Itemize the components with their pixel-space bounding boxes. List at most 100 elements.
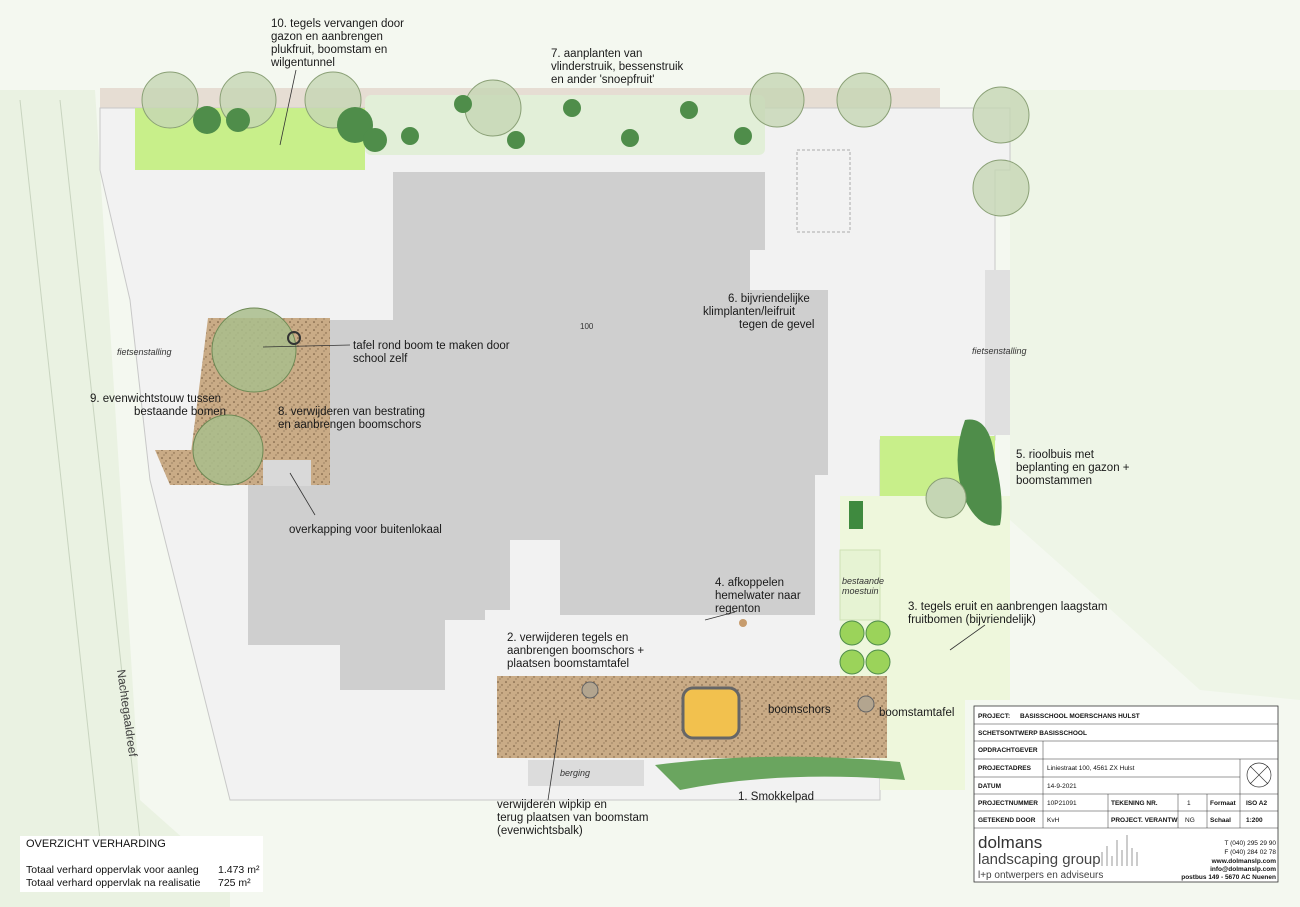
- annotation-2-line: 2. verwijderen tegels en: [507, 632, 628, 644]
- tb-email: info@dolmanslp.com: [1210, 866, 1276, 873]
- tb-subtitle: SCHETSONTWERP BASISSCHOOL: [978, 730, 1087, 737]
- annotation-2-line: aanbrengen boomschors +: [507, 645, 644, 657]
- annotation-9-line: bestaande bomen: [134, 406, 226, 418]
- boomstamtafel-right: [857, 695, 875, 713]
- annotation-8: 8. verwijderen van bestrating en aanbren…: [278, 406, 428, 431]
- annotation-9: 9. evenwichtstouw tussen bestaande bomen: [90, 393, 226, 418]
- tb-web: www.dolmanslp.com: [1211, 858, 1277, 865]
- street-line: [19, 99, 101, 841]
- tb-projectadres-label: PROJECTADRES: [978, 765, 1032, 772]
- annotation-7-line: vlinderstruik, bessenstruik: [551, 61, 684, 73]
- annotation-2-line: plaatsen boomstamtafel: [507, 658, 629, 670]
- annotation-10-line: gazon en aanbrengen: [271, 31, 383, 43]
- annotation-5-line: boomstammen: [1016, 475, 1092, 487]
- tb-tel: T (040) 295 29 90: [1224, 840, 1276, 847]
- annotation-8-line: en aanbrengen boomschors: [278, 419, 421, 431]
- annotation-3-line: fruitbomen (bijvriendelijk): [908, 614, 1036, 626]
- label-fietsenstalling-right: fietsenstalling: [972, 346, 1027, 356]
- annotation-2: 2. verwijderen tegels en aanbrengen boom…: [507, 632, 647, 670]
- annotation-wipkip-line: (evenwichtsbalk): [497, 825, 583, 837]
- annotation-wipkip-line: terug plaatsen van boomstam: [497, 812, 649, 824]
- annotation-3: 3. tegels eruit en aanbrengen laagstam f…: [908, 601, 1111, 626]
- tb-formaat-label: Formaat: [1210, 800, 1236, 807]
- moestuin-area: [839, 549, 881, 621]
- annotation-8-line: 8. verwijderen van bestrating: [278, 406, 425, 418]
- annotation-7-line: 7. aanplanten van: [551, 48, 642, 60]
- label-moestuin-line: bestaande: [842, 576, 884, 586]
- annotation-10-line: plukfruit, boomstam en: [271, 44, 387, 56]
- tb-datum-label: DATUM: [978, 783, 1001, 790]
- annotation-wipkip: verwijderen wipkip en terug plaatsen van…: [497, 799, 652, 837]
- annotation-10: 10. tegels vervangen door gazon en aanbr…: [270, 18, 407, 69]
- berging: [528, 760, 644, 786]
- annotation-9-line: 9. evenwichtstouw tussen: [90, 393, 221, 405]
- tb-postbus: postbus 149 - 5670 AC Nuenen: [1181, 874, 1276, 881]
- tb-logo-line1: dolmans: [978, 833, 1042, 852]
- annotation-1: 1. Smokkelpad: [738, 791, 814, 803]
- tb-getekend-value: KvH: [1047, 817, 1060, 824]
- tb-verantw-value: NG: [1185, 817, 1195, 824]
- shrubs-right: [957, 419, 1002, 526]
- field-left: [0, 90, 230, 907]
- annotation-tafel-line: school zelf: [353, 353, 408, 365]
- school-building: [248, 172, 828, 690]
- leader-lines: [262, 69, 986, 801]
- tb-verantw-label: PROJECT. VERANTW: [1111, 817, 1178, 824]
- annotation-tafel-line: tafel rond boom te maken door: [353, 340, 510, 352]
- annotation-5-line: beplanting en gazon +: [1016, 462, 1130, 474]
- tree-table: [287, 331, 301, 345]
- tb-tekening-label: TEKENING NR.: [1111, 800, 1158, 807]
- annotation-5-line: 5. rioolbuis met: [1016, 449, 1095, 461]
- shrubs-top: [193, 95, 752, 152]
- street-line-2: [59, 99, 141, 841]
- north-arrow-icon: [1246, 762, 1272, 788]
- label-boomschors: boomschors: [768, 704, 831, 716]
- fruit-trees: [839, 620, 891, 675]
- label-fietsenstalling-left: fietsenstalling: [117, 347, 172, 357]
- tb-schaal-label: Schaal: [1210, 817, 1231, 824]
- hedge-smokkelpad: [655, 756, 905, 790]
- tree-bark-lower: [192, 414, 264, 486]
- annotation-10-line: 10. tegels vervangen door: [271, 18, 404, 30]
- title-block: [973, 705, 1279, 883]
- paving-summary: OVERZICHT VERHARDING Totaal verhard oppe…: [20, 836, 263, 892]
- tb-tekening-value: 1: [1187, 800, 1191, 807]
- sandbox: [681, 686, 741, 740]
- tb-datum-value: 14-9-2021: [1047, 783, 1077, 790]
- annotation-overkapping: overkapping voor buitenlokaal: [289, 524, 442, 536]
- tb-projectnummer-value: 10P21091: [1047, 800, 1077, 807]
- tb-projectnummer-label: PROJECTNUMMER: [978, 800, 1038, 807]
- annotation-5: 5. rioolbuis met beplanting en gazon + b…: [1016, 449, 1133, 487]
- annotation-6-line: tegen de gevel: [739, 319, 814, 331]
- bike-rack-top: [796, 149, 851, 233]
- summary-row-value: 1.473 m²: [218, 864, 260, 876]
- summary-row-value: 725 m²: [218, 877, 251, 889]
- summary-title: OVERZICHT VERHARDING: [26, 838, 166, 850]
- label-berging: berging: [560, 768, 590, 778]
- annotation-6-line: 6. bijvriendelijke: [728, 293, 810, 305]
- tb-project-label: PROJECT:: [978, 713, 1010, 720]
- annotation-7: 7. aanplanten van vlinderstruik, bessens…: [551, 48, 687, 86]
- tree-bark-upper: [211, 307, 297, 393]
- logo-bars-icon: [1101, 835, 1138, 866]
- tb-logo-line2: landscaping group: [978, 851, 1101, 868]
- annotation-4-line: hemelwater naar: [715, 590, 801, 602]
- trees-top: [141, 71, 1030, 217]
- tb-schaal-value: 1:200: [1246, 817, 1263, 824]
- building-number: 100: [580, 322, 594, 331]
- tb-getekend-label: GETEKEND DOOR: [978, 817, 1036, 824]
- picnic-table: [849, 501, 863, 529]
- tb-opdrachtgever-label: OPDRACHTGEVER: [978, 747, 1038, 754]
- annotation-10-line: wilgentunnel: [270, 57, 335, 69]
- regenton: [739, 619, 747, 627]
- field-right: [1010, 90, 1300, 700]
- tb-project-value: BASISSCHOOL MOERSCHANS HULST: [1020, 713, 1140, 720]
- tb-fax: F (040) 284 02 78: [1224, 849, 1276, 856]
- right-paving: [985, 270, 1010, 435]
- annotation-wipkip-line: verwijderen wipkip en: [497, 799, 607, 811]
- annotation-4-line: 4. afkoppelen: [715, 577, 784, 589]
- annotation-4-line: regenton: [715, 603, 760, 615]
- summary-row-label: Totaal verhard oppervlak na realisatie: [26, 877, 201, 889]
- annotation-7-line: en ander 'snoepfruit': [551, 74, 655, 86]
